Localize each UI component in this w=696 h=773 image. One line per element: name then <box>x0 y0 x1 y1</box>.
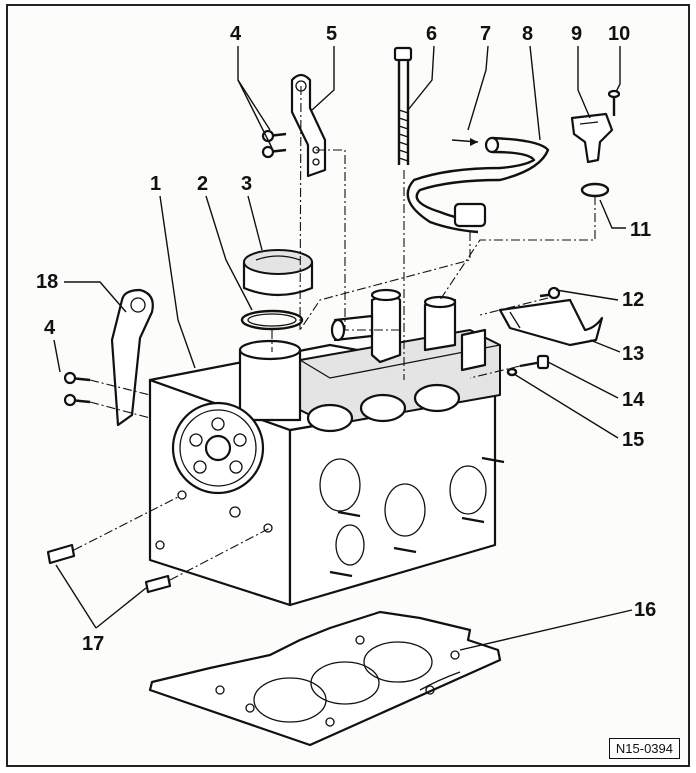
figure-reference-number: N15-0394 <box>608 738 680 759</box>
callout-13: 13 <box>622 343 644 365</box>
callout-labels: 1 2 3 4 4 5 6 7 8 9 10 11 12 13 14 15 16… <box>36 23 656 655</box>
camshaft-position-sensor <box>570 112 614 164</box>
head-bolt <box>393 46 413 165</box>
callout-15: 15 <box>622 429 644 451</box>
callout-2: 2 <box>197 173 208 195</box>
callout-11: 11 <box>630 219 651 241</box>
callout-12: 12 <box>622 289 644 311</box>
flow-arrow <box>451 138 479 146</box>
sealing-ring <box>240 309 304 331</box>
coolant-hose <box>406 136 550 234</box>
callout-3: 3 <box>241 173 252 195</box>
callout-14: 14 <box>622 389 645 411</box>
callout-5: 5 <box>326 23 337 45</box>
callout-1: 1 <box>150 173 161 195</box>
callout-8: 8 <box>522 23 533 45</box>
callout-10: 10 <box>608 23 630 45</box>
callout-4-rear: 4 <box>230 23 242 45</box>
lifting-eye-rear <box>290 73 327 178</box>
coolant-flange <box>330 288 487 372</box>
bolts-lifting-eye-front <box>63 371 91 407</box>
callout-18: 18 <box>36 271 58 293</box>
o-ring <box>580 182 610 198</box>
head-gasket <box>148 610 502 747</box>
bracket <box>498 298 604 347</box>
dowel-pins <box>46 543 172 594</box>
sensor-screw <box>607 89 621 116</box>
leader-lines <box>53 45 633 651</box>
callout-16: 16 <box>634 599 656 621</box>
callout-6: 6 <box>426 23 437 45</box>
camshaft-sprocket <box>171 401 265 495</box>
oil-filler-cap <box>242 249 314 297</box>
lifting-eye-front <box>110 288 154 427</box>
bolts-lifting-eye-rear <box>261 129 287 159</box>
washer <box>506 367 518 377</box>
assembly-lines <box>73 85 596 581</box>
callout-4-front: 4 <box>44 317 56 339</box>
callout-7: 7 <box>480 23 491 45</box>
side-bolt <box>519 354 550 370</box>
callout-17: 17 <box>82 633 104 655</box>
callout-9: 9 <box>571 23 582 45</box>
